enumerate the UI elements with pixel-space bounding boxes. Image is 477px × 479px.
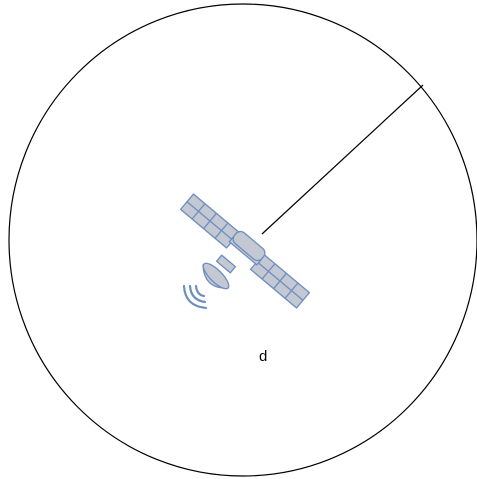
signal-waves-icon [184, 286, 206, 308]
radius-line [262, 85, 423, 234]
satellite-icon [181, 194, 310, 308]
distance-label: d [259, 348, 267, 365]
